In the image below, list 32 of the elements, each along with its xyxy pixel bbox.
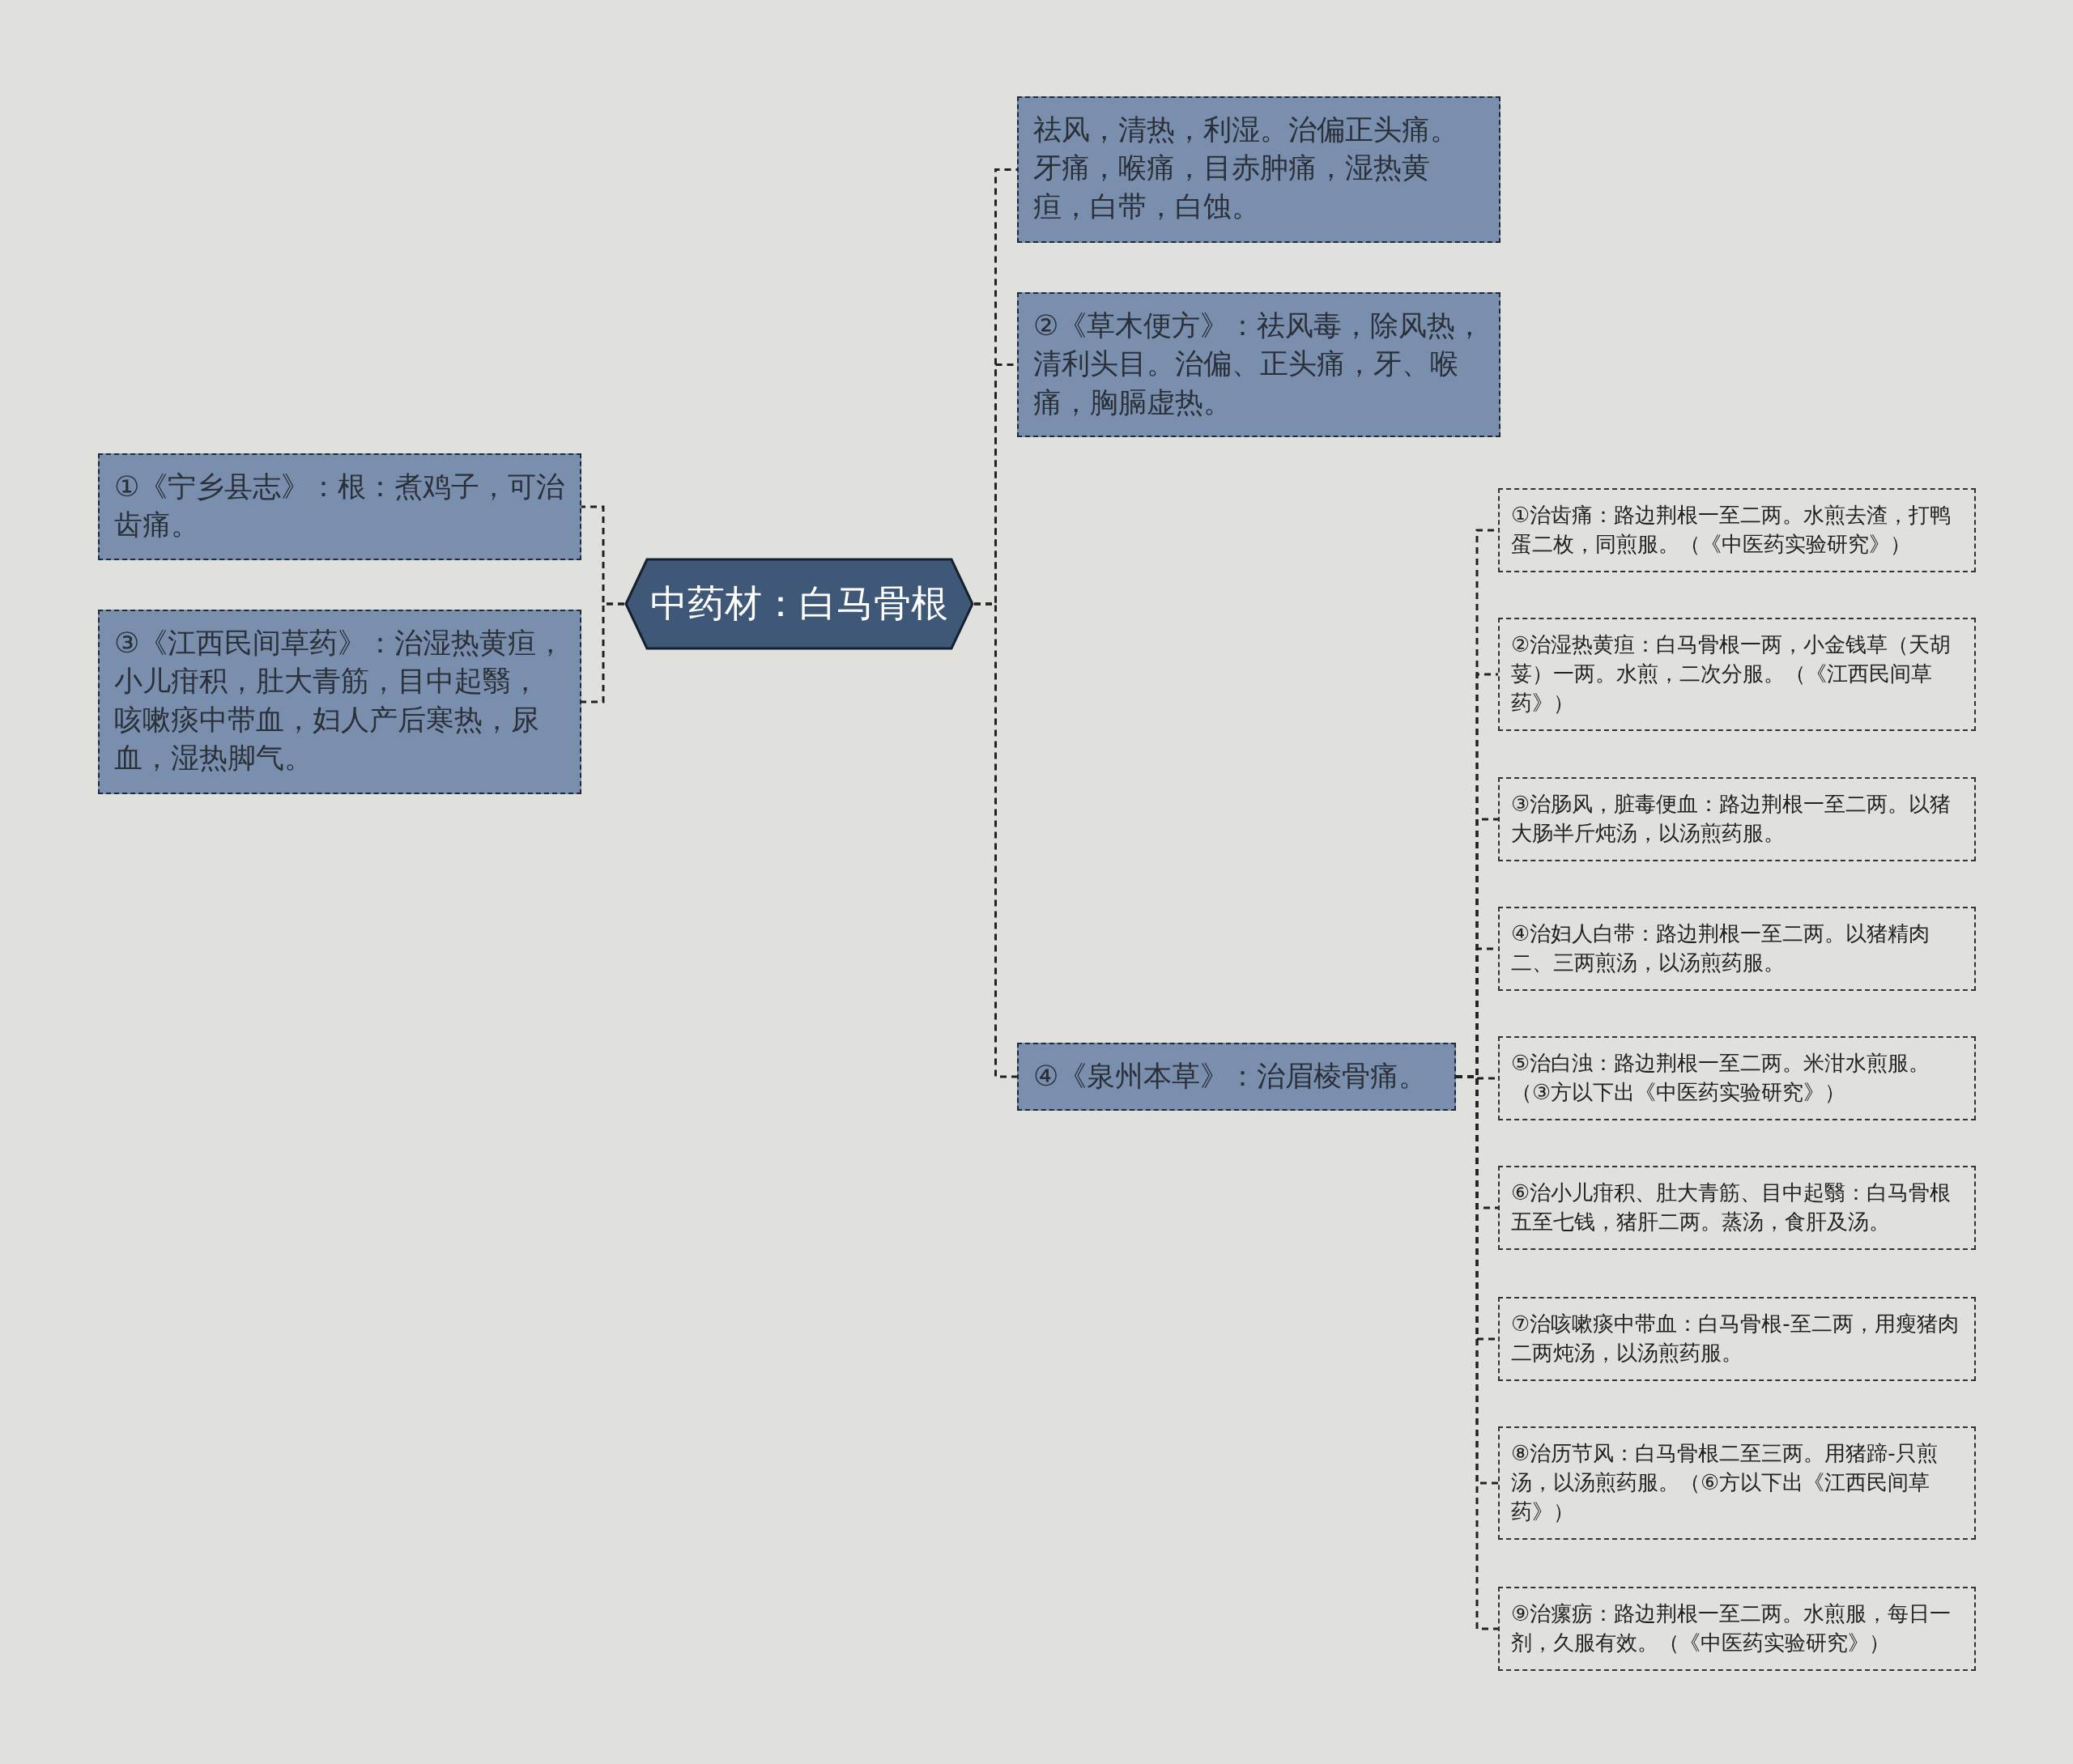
topic-text: ①治齿痛：路边荆根一至二两。水煎去渣，打鸭蛋二枚，同煎服。（《中医药实验研究》） <box>1511 502 1952 558</box>
topic-text: 祛风，清热，利湿。治偏正头痛。牙痛，喉痛，目赤肿痛，湿热黄疸，白带，白蚀。 <box>1033 113 1459 224</box>
remedy-box <box>1498 488 1976 572</box>
topic-box <box>98 453 581 560</box>
remedy-box <box>1498 907 1976 991</box>
topic-text: ⑦治咳嗽痰中带血：白马骨根-至二两，用瘦猪肉二两炖汤，以汤煎药服。 <box>1511 1311 1960 1367</box>
topic-text: ⑥治小儿疳积、肚大青筋、目中起翳：白马骨根五至七钱，猪肝二两。蒸汤，食肝及汤。 <box>1511 1180 1952 1235</box>
remedy-box <box>1498 1166 1976 1250</box>
remedy-box <box>1498 1036 1976 1120</box>
central-topic-hexagon <box>624 558 974 650</box>
topic-text: ③《江西民间草药》：治湿热黄疸，小儿疳积，肚大青筋，目中起翳，咳嗽痰中带血，妇人产后寒热，尿血，湿热脚气。 <box>114 626 565 776</box>
connector-line <box>581 602 624 703</box>
central-topic-text: 中药材：白马骨根 <box>650 580 948 627</box>
topic-text: ②《草木便方》：祛风毒，除风热，清利头目。治偏、正头痛，牙、喉痛，胸膈虚热。 <box>1033 308 1484 420</box>
topic-text: ①《宁乡县志》：根：煮鸡子，可治齿痛。 <box>114 470 565 543</box>
topic-text: ⑤治白浊：路边荆根一至二两。米泔水煎服。（③方以下出《中医药实验研究》） <box>1511 1050 1931 1106</box>
topic-box <box>1017 96 1500 243</box>
topic-text: ④《泉州本草》：治眉棱骨痛。 <box>1033 1059 1428 1094</box>
topic-text: ②治湿热黄疸：白马骨根一两，小金钱草（天胡荽）一两。水煎，二次分服。（《江西民间草药》） <box>1511 631 1952 716</box>
remedy-box <box>1498 1297 1976 1381</box>
connector-line <box>974 602 1017 1078</box>
remedy-box <box>1498 777 1976 861</box>
topic-box <box>1017 1043 1456 1111</box>
remedy-box <box>1498 618 1976 731</box>
topic-box <box>1017 292 1500 437</box>
topic-text: ④治妇人白带：路边荆根一至二两。以猪精肉二、三两煎汤，以汤煎药服。 <box>1511 920 1931 976</box>
topic-text: ③治肠风，脏毒便血：路边荆根一至二两。以猪大肠半斤炖汤，以汤煎药服。 <box>1511 791 1952 847</box>
remedy-box <box>1498 1587 1976 1671</box>
topic-text: ⑨治瘰疬：路边荆根一至二两。水煎服，每日一剂，久服有效。（《中医药实验研究》） <box>1511 1600 1952 1656</box>
remedy-box <box>1498 1426 1976 1540</box>
topic-box <box>98 610 581 794</box>
topic-text: ⑧治历节风：白马骨根二至三两。用猪蹄-只煎汤，以汤煎药服。（⑥方以下出《江西民间草药》） <box>1511 1440 1939 1525</box>
